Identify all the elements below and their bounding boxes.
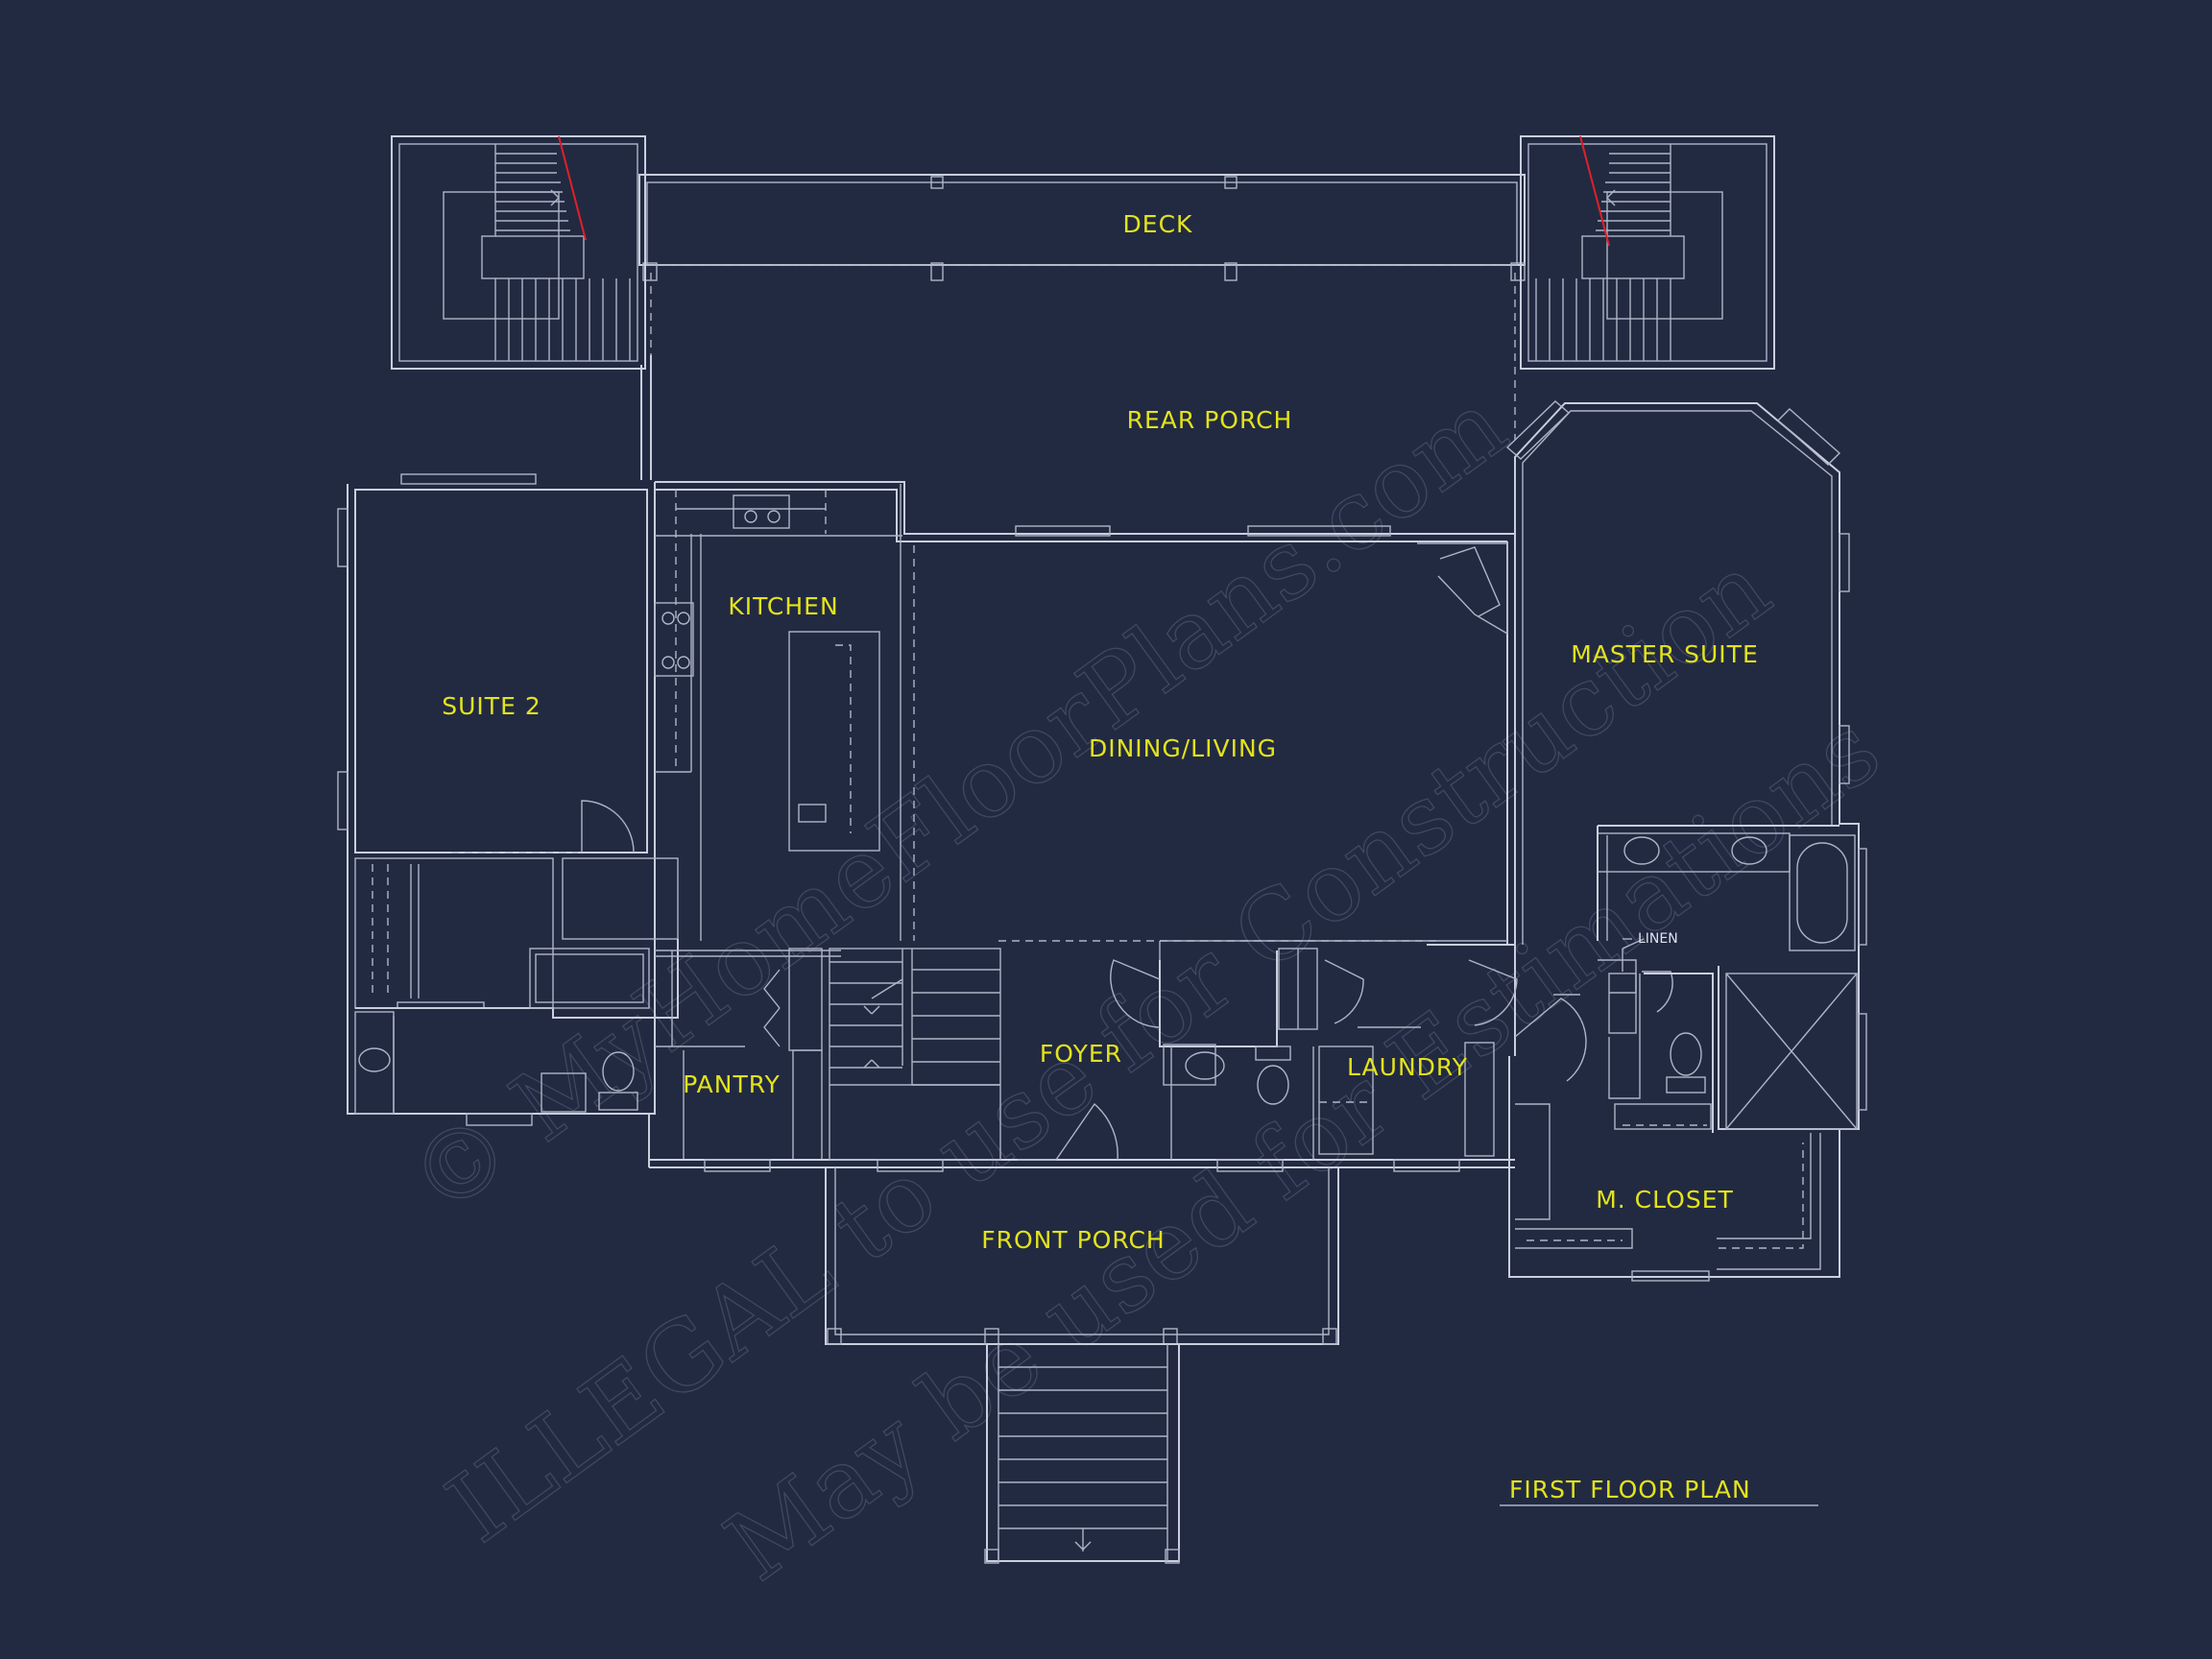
label-kitchen: KITCHEN [728, 592, 838, 620]
room-labels: DECK REAR PORCH KITCHEN SUITE 2 DINING/L… [442, 210, 1759, 1254]
label-master-suite: MASTER SUITE [1571, 640, 1759, 668]
rear-porch [640, 264, 1516, 480]
label-rear-porch: REAR PORCH [1127, 406, 1293, 434]
master-bath-and-closet [1514, 825, 1859, 1270]
drawing-title: FIRST FLOOR PLAN [1509, 1476, 1751, 1503]
label-pantry: PANTRY [683, 1070, 781, 1098]
drawing-title-block: FIRST FLOOR PLAN [1500, 1476, 1818, 1506]
front-porch [825, 1167, 1339, 1564]
main-house-walls [400, 473, 1516, 1056]
label-suite-2: SUITE 2 [442, 692, 541, 720]
label-front-porch: FRONT PORCH [981, 1226, 1165, 1254]
left-stair-tower [391, 135, 646, 370]
powder-and-laundry [1110, 948, 1518, 1160]
label-laundry: LAUNDRY [1347, 1053, 1468, 1081]
label-deck: DECK [1123, 210, 1193, 238]
label-linen: LINEN [1638, 931, 1678, 947]
kitchen [654, 484, 915, 941]
label-m-closet: M. CLOSET [1596, 1186, 1734, 1214]
right-stair-tower [1520, 135, 1775, 370]
central-core [648, 948, 1515, 1172]
suite-2 [337, 482, 679, 1126]
dining-living [998, 940, 1507, 960]
master-suite [1505, 400, 1867, 1282]
label-foyer: FOYER [1040, 1040, 1122, 1068]
label-dining-living: DINING/LIVING [1089, 734, 1277, 762]
